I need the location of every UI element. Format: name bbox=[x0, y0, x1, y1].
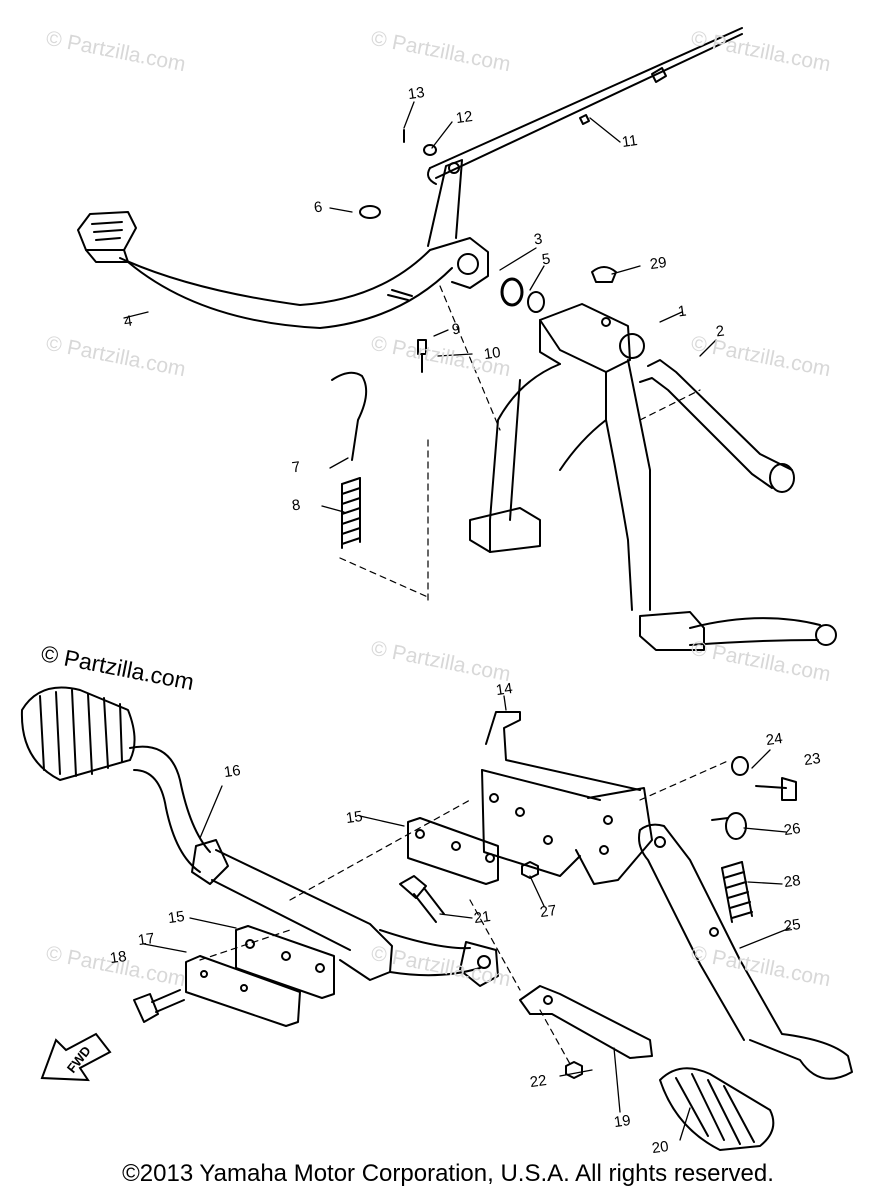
bolt-part-21 bbox=[399, 875, 445, 923]
callout-15-lower: 15 bbox=[166, 907, 186, 928]
washer-part-24 bbox=[731, 756, 749, 776]
spring-part-28 bbox=[721, 861, 753, 923]
circlip-part-3 bbox=[500, 277, 524, 307]
callout-22: 22 bbox=[528, 1071, 548, 1092]
nut-part-22 bbox=[565, 1061, 583, 1079]
cover-plate-part bbox=[185, 955, 301, 1027]
nut-part-27 bbox=[521, 861, 539, 879]
callout-13: 13 bbox=[406, 83, 426, 104]
callout-26: 26 bbox=[782, 819, 802, 840]
washer-part-12 bbox=[423, 144, 437, 156]
return-spring-part bbox=[341, 477, 361, 549]
callout-12: 12 bbox=[454, 107, 474, 128]
callout-28: 28 bbox=[782, 871, 802, 892]
copyright-notice: ©2013 Yamaha Motor Corporation, U.S.A. A… bbox=[122, 1160, 774, 1187]
brake-rod-part bbox=[427, 27, 743, 185]
callout-20: 20 bbox=[650, 1137, 670, 1158]
callout-23: 23 bbox=[802, 749, 822, 770]
mounting-bracket-part bbox=[481, 711, 653, 885]
center-stand-part bbox=[469, 303, 837, 651]
callout-15-upper: 15 bbox=[344, 807, 364, 828]
callout-27: 27 bbox=[538, 901, 558, 922]
spring-hook-part bbox=[331, 371, 368, 461]
cap-part-29 bbox=[591, 266, 617, 283]
callout-11: 11 bbox=[620, 132, 639, 152]
forward-arrow-icon bbox=[40, 1032, 112, 1082]
footrest-bar-part bbox=[20, 686, 499, 987]
callout-14: 14 bbox=[494, 679, 514, 700]
pivot-shaft-part bbox=[639, 359, 795, 493]
callout-25: 25 bbox=[782, 915, 802, 936]
brake-pedal-part bbox=[77, 159, 489, 329]
callout-19: 19 bbox=[612, 1111, 632, 1132]
bolt-part-10 bbox=[417, 339, 427, 373]
washer-part-5 bbox=[527, 291, 545, 313]
callout-16: 16 bbox=[222, 761, 242, 782]
pivot-bolt-part-26 bbox=[711, 812, 747, 840]
link-rod-part bbox=[519, 985, 653, 1059]
callout-17: 17 bbox=[136, 929, 156, 950]
footpeg-rubber-part bbox=[659, 1067, 775, 1151]
washer-part-6 bbox=[359, 205, 381, 219]
callout-21: 21 bbox=[472, 907, 492, 928]
bolt-part-23 bbox=[755, 777, 797, 801]
footrest-arm-part bbox=[638, 823, 853, 1080]
callout-29: 29 bbox=[648, 253, 668, 274]
callout-24: 24 bbox=[764, 729, 784, 750]
clamp-plate-part-upper bbox=[407, 817, 499, 885]
callout-18: 18 bbox=[108, 947, 128, 968]
callout-10: 10 bbox=[482, 343, 502, 364]
bolt-part-18 bbox=[133, 989, 185, 1023]
